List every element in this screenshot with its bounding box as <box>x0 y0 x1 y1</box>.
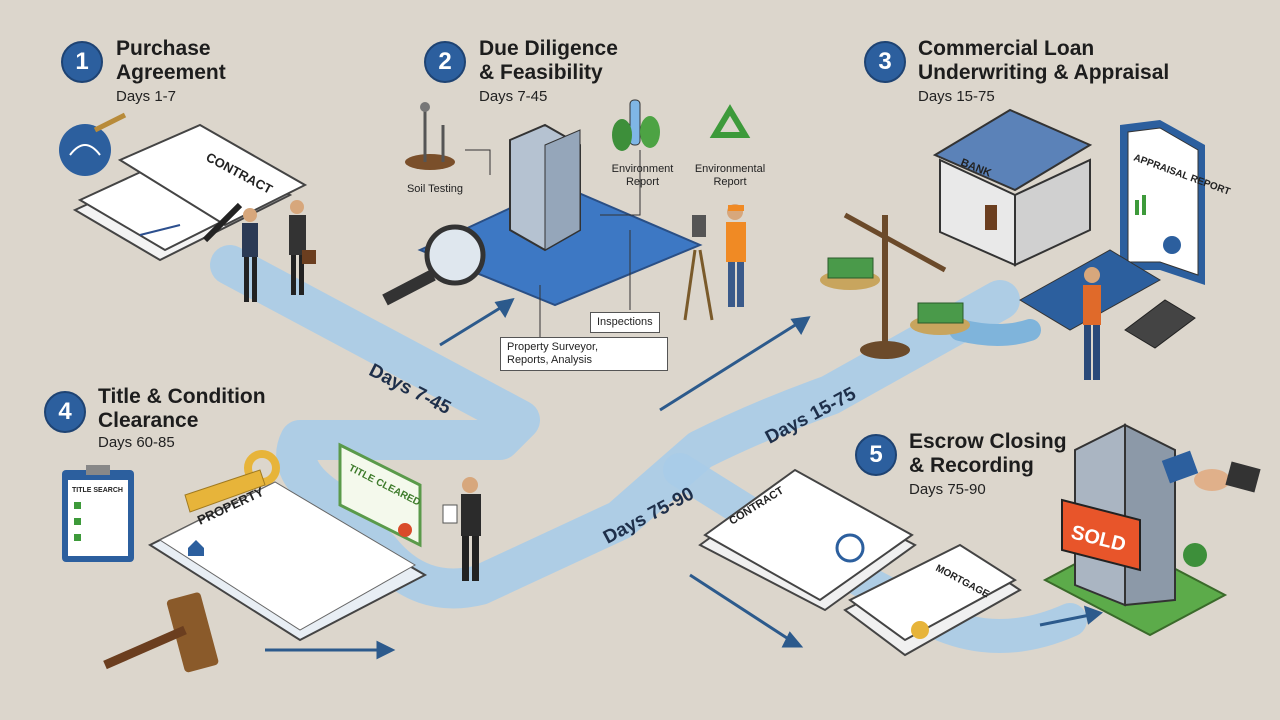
step-4-days: Days 60-85 <box>98 434 175 451</box>
title-search-clipboard-icon: TITLE SEARCH <box>62 465 134 562</box>
step-4-number: 4 <box>44 391 86 433</box>
title-search-text: TITLE SEARCH <box>72 487 123 494</box>
closing-contract-icon: CONTRACT <box>698 468 917 612</box>
step-3-days: Days 15-75 <box>918 88 995 105</box>
callout-lines <box>465 149 641 340</box>
handshake-people-icon <box>242 200 316 302</box>
recycle-icon <box>709 104 751 138</box>
step-2-days: Days 7-45 <box>479 88 548 105</box>
step-4-title: Title & Condition Clearance <box>98 385 266 432</box>
step-5-number: 5 <box>855 434 897 476</box>
mortgage-document-icon: MORTGAGE <box>843 543 1022 657</box>
property-surveyor-label: Property Surveyor, Reports, Analysis <box>500 337 668 371</box>
step-3-number: 3 <box>864 41 906 83</box>
sold-building-icon: SOLD <box>1042 423 1228 637</box>
agent-icon <box>442 477 481 581</box>
surveyor-icon <box>683 204 746 321</box>
step-3-title: Commercial Loan Underwriting & Appraisal <box>918 37 1170 84</box>
environmental-report-label: Environmental Report <box>694 163 766 188</box>
blueprint-building-icon <box>382 123 703 307</box>
step-2-title: Due Diligence & Feasibility <box>479 37 618 84</box>
scale-money-icon <box>820 212 970 359</box>
step-1-number: 1 <box>61 41 103 83</box>
step-5-days: Days 75-90 <box>909 481 986 498</box>
environment-report-icon <box>612 99 660 151</box>
inspections-label: Inspections <box>590 312 660 333</box>
step-1-title: Purchase Agreement <box>116 37 226 84</box>
step-2-number: 2 <box>424 41 466 83</box>
flow-arrows <box>265 297 1104 660</box>
appraisal-report-icon: APPRAISAL REPORT <box>1120 120 1232 285</box>
analyst-laptop-icon <box>1019 249 1196 380</box>
soil-testing-label: Soil Testing <box>406 183 464 195</box>
step-1-days: Days 1-7 <box>116 88 177 105</box>
purchase-contract-icon: CONTRACT <box>59 112 308 262</box>
bank-icon: BANK <box>932 108 1093 267</box>
step-5-title: Escrow Closing & Recording <box>909 430 1067 477</box>
gavel-icon <box>103 592 219 673</box>
handshake-icon <box>1161 450 1261 493</box>
environment-report-label: Environment Report <box>611 163 674 188</box>
key-icon <box>184 450 280 513</box>
soil-testing-icon <box>405 102 455 170</box>
